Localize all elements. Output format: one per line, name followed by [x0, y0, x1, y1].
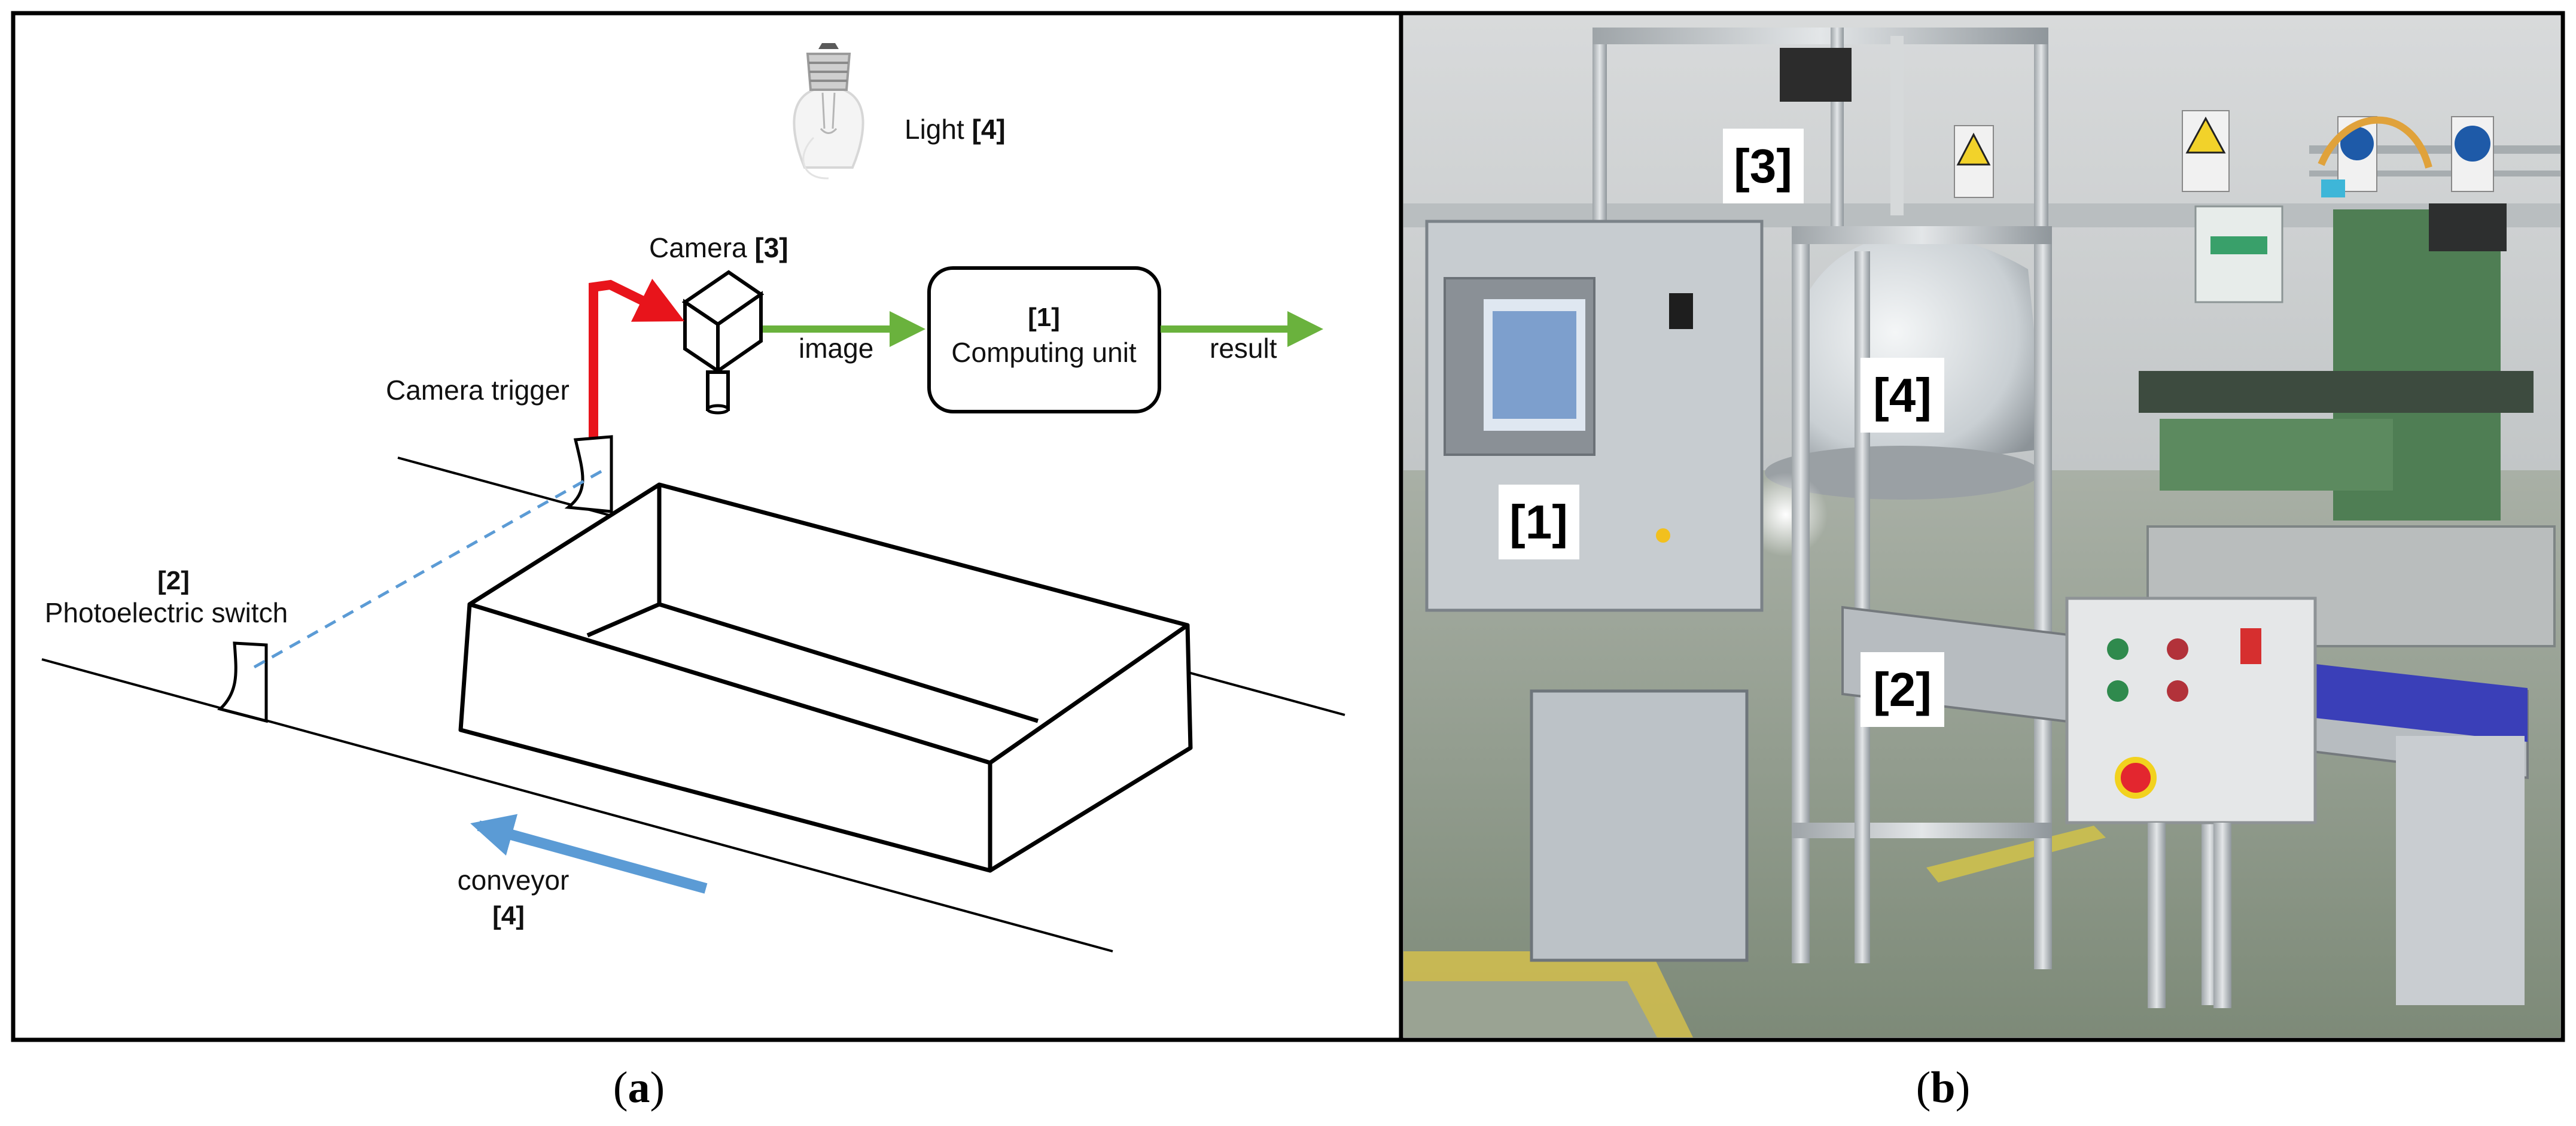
emergency-stop-icon: [2115, 757, 2157, 799]
photo-label-1: [1]: [1499, 485, 1579, 559]
trigger-label: Camera trigger: [386, 375, 570, 406]
camera-icon: [681, 270, 765, 415]
computing-unit-label: Computing unit: [951, 337, 1137, 368]
control-panel-box: [2065, 597, 2317, 1008]
svg-text:[1]: [1]: [1509, 495, 1568, 549]
computing-unit-box: [927, 266, 1161, 413]
panel-a: Light [4] Camera [3] Camera trigger imag…: [11, 11, 1403, 1042]
light-label: Light [4]: [905, 114, 1006, 145]
svg-text:[4]: [4]: [1873, 369, 1932, 422]
image-label: image: [799, 333, 873, 364]
conveyor-number: [4]: [492, 901, 525, 930]
factory-photo: [1403, 16, 2560, 1037]
caption-b: (b): [1916, 1063, 1970, 1112]
caption-a: (a): [613, 1063, 665, 1112]
switch-label: Photoelectric switch: [45, 597, 288, 628]
result-label: result: [1210, 333, 1277, 364]
open-box: [458, 482, 1193, 873]
svg-text:[2]: [2]: [1873, 663, 1932, 716]
light-bulb-icon: [793, 43, 864, 179]
photo-label-2: [2]: [1861, 652, 1944, 727]
camera-trigger-sensor: [564, 435, 613, 513]
computing-unit-number: [1]: [1028, 303, 1060, 332]
panel-b: [1] [2] [3] [4]: [1399, 11, 2565, 1042]
conveyor-direction-arrow: [470, 814, 708, 894]
lower-cabinet: [1530, 689, 1749, 962]
camera-label: Camera [3]: [649, 232, 788, 263]
photo-label-3: [3]: [1723, 129, 1804, 203]
switch-number: [2]: [157, 566, 190, 595]
photo-label-4: [4]: [1861, 358, 1944, 433]
photoelectric-switch-sensor: [217, 641, 268, 723]
svg-text:[3]: [3]: [1734, 139, 1792, 193]
trigger-signal-line: [589, 278, 685, 446]
light-beam-line: [253, 468, 605, 669]
computing-cabinet: [1425, 220, 1764, 612]
conveyor-label: conveyor: [458, 865, 570, 896]
